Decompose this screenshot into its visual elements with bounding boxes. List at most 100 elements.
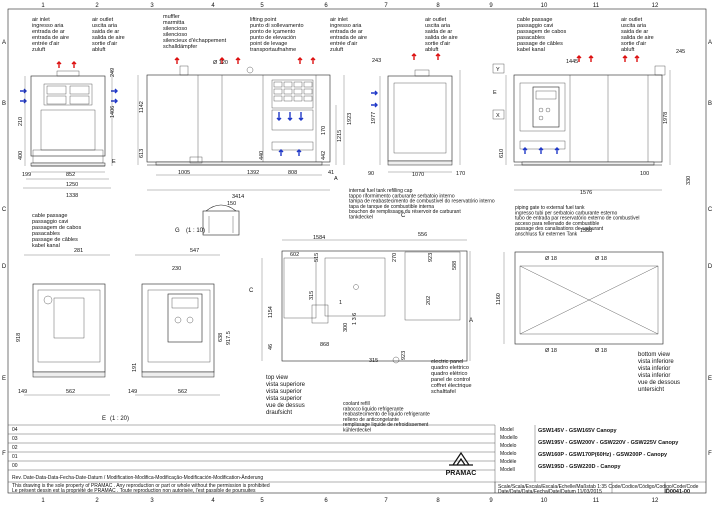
bottom-view-label: vista inferior xyxy=(638,366,670,372)
piping-gate-callout: anschluss für externen Tank xyxy=(515,232,578,238)
dimension-label: 440 xyxy=(259,151,265,160)
dimension-label: Ø 18 xyxy=(595,256,607,262)
dimension-label: 330 xyxy=(686,176,692,185)
lifting-point-callout: transportaufnahme xyxy=(250,47,296,53)
detail-marker: G xyxy=(175,228,180,234)
piping-gate-callout: tubo de entrada par reservatório externo… xyxy=(515,216,640,222)
cable-passage-callout: kabel kanal xyxy=(32,243,60,249)
section-marker: X xyxy=(496,113,500,119)
air-inlet-callout: zuluft xyxy=(330,47,344,53)
muffler-callout: silencieux d'échappement xyxy=(163,38,227,44)
row-marker: D xyxy=(708,264,713,270)
dimension-label: 100 xyxy=(640,171,649,177)
column-marker: 5 xyxy=(260,498,264,504)
coolant-refill-callout: coolant refill xyxy=(343,401,370,407)
piping-gate-callout: ingresso tubi per serbatoio carburante e… xyxy=(515,210,618,216)
air-outlet-callout: salida de aire xyxy=(425,35,458,41)
fuel-refill-callout: tankdeckel xyxy=(349,215,373,221)
drawing-code: ID0041-00 xyxy=(664,489,690,495)
model-label: Modelo xyxy=(500,443,517,449)
column-marker: 4 xyxy=(211,498,215,504)
dimension-label: 249 xyxy=(110,68,116,77)
dimension-label: 556 xyxy=(418,232,427,238)
dimension-label: 547 xyxy=(190,248,199,254)
piping-gate-callout: passage des canalisations de carburant xyxy=(515,226,604,232)
row-marker: F xyxy=(2,451,6,457)
dimension-label: 149 xyxy=(128,389,137,395)
dimension-label: 210 xyxy=(18,117,24,126)
electric-panel-callout: quadro elétrico xyxy=(431,371,467,377)
column-marker: 12 xyxy=(652,3,659,9)
section-marker: C xyxy=(249,288,254,294)
air-outlet-callout: abluft xyxy=(92,47,106,53)
row-marker: E xyxy=(708,376,712,382)
piping-gate-callout: piping gate to external fuel tank xyxy=(515,205,585,211)
view-scale: (1 : 20) xyxy=(110,416,129,422)
front-elevation-view xyxy=(137,57,345,191)
air-outlet-callout: saida de ar xyxy=(425,29,452,35)
air-outlet-callout: uscita aria xyxy=(92,23,118,29)
bottom-view xyxy=(503,251,664,345)
fuel-refill-callout: internal fuel tank refilling cap xyxy=(349,188,413,194)
electric-panel-callout: electric panel xyxy=(431,359,463,365)
dimension-label: 1338 xyxy=(66,193,78,199)
coolant-refill-callout: remplissage liquide de refroidissement xyxy=(343,422,429,428)
air-outlet-callout: abluft xyxy=(425,47,439,53)
left-elevation-view xyxy=(20,61,118,189)
lifting-point-callout: lifting point xyxy=(250,17,277,23)
air-inlet-callout: entrada de ar xyxy=(32,29,65,35)
dimension-label: 917.5 xyxy=(226,331,232,345)
dimension-label: 588 xyxy=(452,261,458,270)
dimension-label: 808 xyxy=(288,170,297,176)
model-label: Modell xyxy=(500,467,515,473)
dimension-label: 270 xyxy=(392,253,398,262)
top-view-label: vista superiore xyxy=(266,382,306,388)
revision-header: Rev. Date-Data-Data-Fecha-Date-Datum / M… xyxy=(12,474,263,481)
muffler-callout: marmitta xyxy=(163,20,185,26)
dimension-label: 1 3 6 xyxy=(352,313,358,325)
dimension-label: 1142 xyxy=(139,101,145,113)
column-marker: 8 xyxy=(436,3,440,9)
dimension-label: 923 xyxy=(428,253,434,262)
dimension-label: Ø 18 xyxy=(545,256,557,262)
dimension-label: 1154 xyxy=(268,306,274,318)
column-marker: 12 xyxy=(652,498,659,504)
top-view-label: vue de dessus xyxy=(266,403,305,409)
air-outlet-callout: uscita aria xyxy=(621,23,647,29)
cable-passage-callout: passagem de cabos xyxy=(32,225,81,231)
column-marker: 3 xyxy=(150,3,154,9)
row-marker: F xyxy=(708,451,712,457)
column-marker: 3 xyxy=(150,498,154,504)
drawing-frame xyxy=(7,8,707,494)
dimension-label: Ø 18 xyxy=(595,348,607,354)
fuel-refill-callout: bouchon de remplissage du réservoir de c… xyxy=(349,209,461,215)
dimension-label: 1923 xyxy=(347,113,353,125)
column-marker: 8 xyxy=(436,498,440,504)
dimension-label: 1392 xyxy=(247,170,259,176)
column-marker: 11 xyxy=(593,498,600,504)
row-marker: A xyxy=(708,40,712,46)
dimension-label: 562 xyxy=(178,389,187,395)
column-marker: 2 xyxy=(95,3,99,9)
section-marker: E xyxy=(493,90,497,96)
dimension-label: 918 xyxy=(16,333,22,342)
dimension-label: 170 xyxy=(456,171,465,177)
row-marker: B xyxy=(708,101,712,107)
fuel-refill-callout: tapa de tanque de combustible interna xyxy=(349,204,434,210)
dimension-label: 610 xyxy=(499,149,505,158)
dimension-label: 3414 xyxy=(232,194,244,200)
bottom-view-label: vue de dessous xyxy=(638,380,680,386)
dimension-label: 638 xyxy=(218,333,224,342)
electric-panel-callout: panel de control xyxy=(431,377,470,383)
cable-passage-callout: passage de câbles xyxy=(517,41,563,47)
dimension-label: 1576 xyxy=(580,190,592,196)
scale-header: Scale/Scala/Escala/Escala/Echelle/Maßsta… xyxy=(498,484,699,490)
air-outlet-callout: air outlet xyxy=(425,17,447,23)
column-marker: 4 xyxy=(211,3,215,9)
dimension-label: 1070 xyxy=(412,172,424,178)
cable-passage-callout: pasacables xyxy=(517,35,545,41)
bottom-view-label: vista inferior xyxy=(638,373,670,379)
dimension-label: 1215 xyxy=(337,130,343,142)
